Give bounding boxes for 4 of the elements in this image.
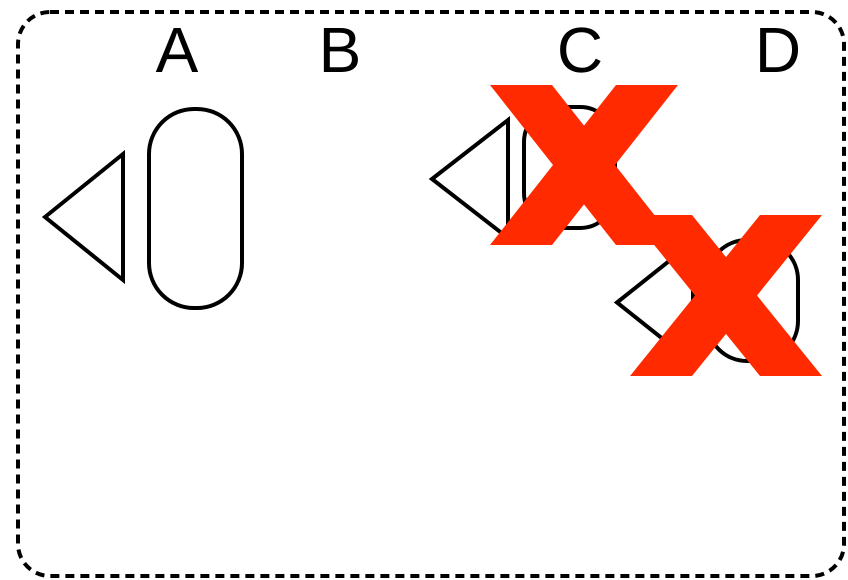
column-letter: C xyxy=(556,18,604,82)
column-letter: D xyxy=(754,18,802,82)
column-letter: A xyxy=(156,18,198,82)
column-letter: B xyxy=(318,18,362,82)
